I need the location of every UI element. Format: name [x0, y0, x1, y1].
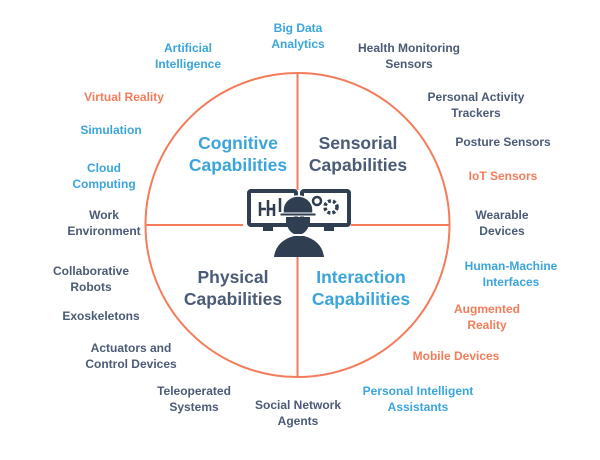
- label-line2: Assistants: [387, 400, 449, 414]
- quadrant-title-line1: Interaction: [316, 267, 406, 287]
- quadrant-title-line2: Capabilities: [188, 155, 288, 175]
- label-line1: Personal Activity: [427, 90, 525, 104]
- label-line1: Collaborative: [52, 264, 130, 278]
- label-line1: Big Data: [273, 21, 323, 35]
- label-line1: Virtual Reality: [84, 90, 164, 104]
- label-line1: Teleoperated: [157, 384, 231, 398]
- label-line1: Augmented: [454, 302, 520, 316]
- label-line1: Actuators and: [90, 341, 172, 355]
- quadrant-title-line2: Capabilities: [183, 289, 283, 309]
- worker-monitors-icon: [247, 189, 351, 257]
- label-line1: Mobile Devices: [412, 349, 500, 363]
- label-line2: Devices: [479, 224, 525, 238]
- label-line1: Health Monitoring: [358, 41, 460, 55]
- label-line2: Robots: [70, 280, 112, 294]
- label-line1: Simulation: [80, 123, 142, 137]
- quadrant-title-line1: Cognitive: [198, 133, 278, 153]
- label-line1: Work: [89, 208, 119, 222]
- label-line2: Trackers: [451, 106, 501, 120]
- label-line2: Agents: [277, 414, 319, 428]
- quadrant-title-line2: Capabilities: [308, 155, 408, 175]
- technology-label: Mobile Devices: [413, 348, 500, 364]
- label-line1: Artificial: [163, 41, 212, 55]
- technology-label: Exoskeletons: [62, 308, 139, 324]
- technology-label: Posture Sensors: [455, 134, 550, 150]
- label-line1: Social Network: [254, 398, 342, 412]
- label-line1: Cloud: [86, 161, 121, 175]
- quadrant-title-line1: Physical: [197, 267, 269, 287]
- label-line2: Reality: [467, 318, 507, 332]
- label-line2: Systems: [169, 400, 219, 414]
- label-line2: Sensors: [385, 57, 433, 71]
- technology-label: Virtual Reality: [84, 89, 164, 105]
- label-line1: Human-Machine: [464, 259, 558, 273]
- label-line1: Personal Intelligent: [362, 384, 474, 398]
- label-line1: Posture Sensors: [455, 135, 551, 149]
- label-line2: Analytics: [271, 37, 325, 51]
- label-line1: Wearable: [475, 208, 529, 222]
- technology-label: Simulation: [80, 122, 141, 138]
- label-line2: Interfaces: [482, 275, 540, 289]
- technology-label: IoT Sensors: [469, 168, 538, 184]
- label-line1: IoT Sensors: [468, 169, 538, 183]
- quadrant-title-line2: Capabilities: [311, 289, 411, 309]
- label-line2: Environment: [67, 224, 141, 238]
- label-line1: Exoskeletons: [62, 309, 140, 323]
- label-line2: Intelligence: [154, 57, 222, 71]
- label-line2: Computing: [72, 177, 136, 191]
- quadrant-title-line1: Sensorial: [318, 133, 398, 153]
- label-line2: Control Devices: [85, 357, 177, 371]
